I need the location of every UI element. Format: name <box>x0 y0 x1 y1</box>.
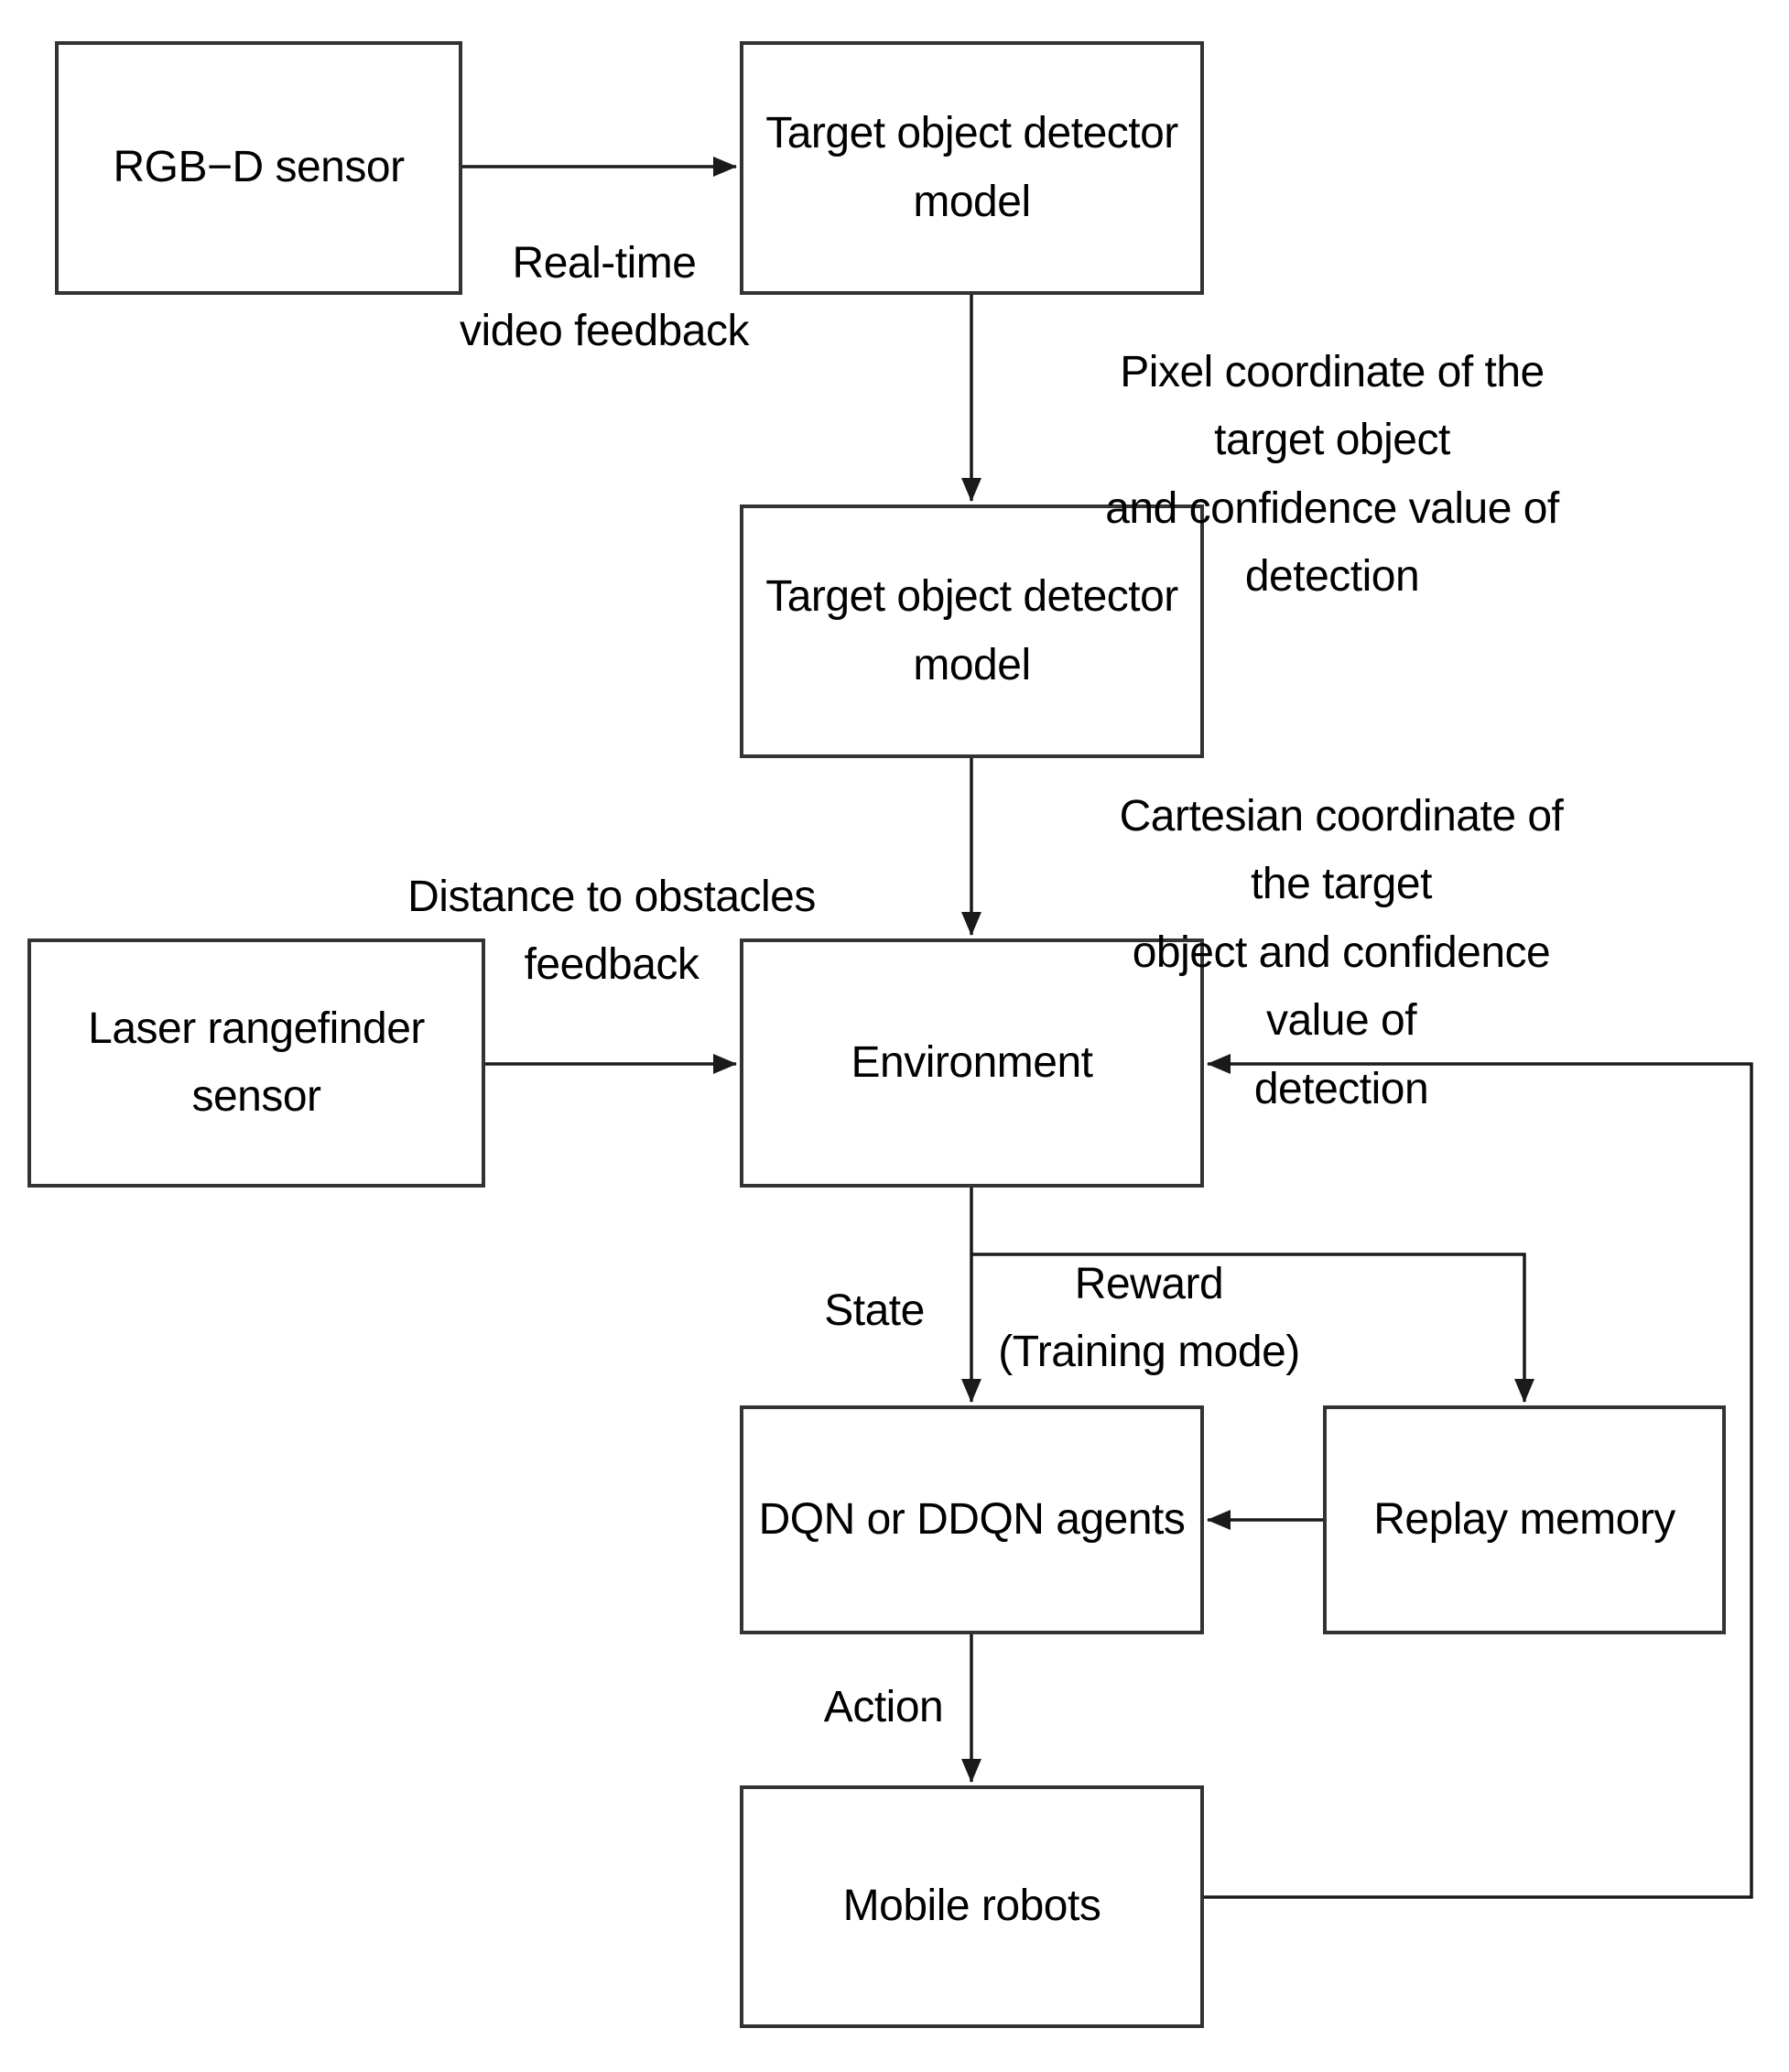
box-environment-label: Environment <box>851 1037 1093 1087</box>
box-dqn-agents-label: DQN or DDQN agents <box>758 1494 1186 1544</box>
edge-label-realtime-video-feedback: Real-time video feedback <box>460 239 749 356</box>
box-mobile-robots: Mobile robots <box>740 1785 1204 2028</box>
box-dqn-agents: DQN or DDQN agents <box>740 1405 1204 1634</box>
edge-label-reward-training-mode: Reward (Training mode) <box>998 1260 1300 1377</box>
box-rgbd-sensor: RGB−D sensor <box>55 41 462 295</box>
box-target-detector-2: Target object detector model <box>740 504 1204 758</box>
box-replay-memory-label: Replay memory <box>1373 1494 1675 1544</box>
edge-label-action: Action <box>823 1683 944 1731</box>
edge-label-state: State <box>824 1286 925 1335</box>
edge-label-cartesian-coordinate: Cartesian coordinate of the target objec… <box>1119 792 1564 1113</box>
edge-label-distance-to-obstacles: Distance to obstacles feedback <box>407 873 816 990</box>
box-laser-rangefinder: Laser rangefinder sensor <box>27 938 485 1188</box>
box-target-detector-2-label: Target object detector model <box>765 572 1178 689</box>
box-mobile-robots-label: Mobile robots <box>842 1882 1101 1931</box>
box-laser-rangefinder-label: Laser rangefinder sensor <box>88 1003 425 1121</box>
box-target-detector-1-label: Target object detector model <box>765 109 1178 226</box>
box-environment: Environment <box>740 938 1204 1188</box>
box-rgbd-sensor-label: RGB−D sensor <box>113 143 405 192</box>
edge-label-pixel-coordinate: Pixel coordinate of the target object an… <box>1105 348 1559 602</box>
box-target-detector-1: Target object detector model <box>740 41 1204 295</box>
box-replay-memory: Replay memory <box>1323 1405 1726 1634</box>
